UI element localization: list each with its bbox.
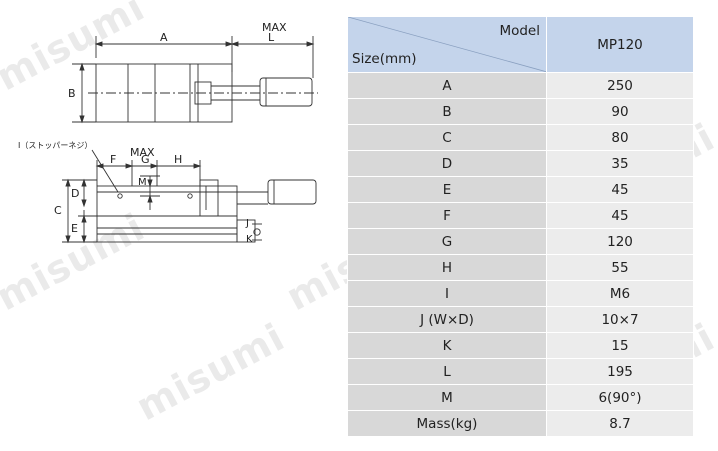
dim-label-a: A [160,31,168,44]
row-label-cell: I [347,280,547,307]
row-label-cell: Mass(kg) [347,410,547,437]
dim-label-m: M [138,177,147,188]
row-label-cell: E [347,176,547,203]
dim-label-max-side: MAX [130,146,155,159]
dim-label-max-top: MAX [262,21,287,34]
dim-label-b: B [68,87,76,100]
dim-label-j: J [245,218,249,229]
top-view [72,36,318,124]
row-value-cell: 80 [546,124,694,151]
row-label-cell: C [347,124,547,151]
dim-label-h: H [174,153,182,166]
row-value-cell: 90 [546,98,694,125]
diagonal-divider [348,17,546,72]
row-value-cell: 6(90°) [546,384,694,411]
row-label-cell: D [347,150,547,177]
row-value-cell: 45 [546,202,694,229]
row-value-cell: 120 [546,228,694,255]
row-value-cell: 45 [546,176,694,203]
row-value-cell: 250 [546,72,694,99]
row-label-cell: J (W×D) [347,306,547,333]
row-label-cell: K [347,332,547,359]
table-header-row: Model Size(mm) MP120 [347,16,694,73]
row-label-cell: L [347,358,547,385]
table-row: Mass(kg)8.7 [347,410,694,437]
dim-label-c: C [54,204,62,217]
row-label-cell: G [347,228,547,255]
model-name-header: MP120 [546,16,694,73]
row-value-cell: 55 [546,254,694,281]
row-label-cell: M [347,384,547,411]
dim-label-f: F [110,153,116,166]
row-value-cell: 15 [546,332,694,359]
header-corner-cell: Model Size(mm) [347,16,547,73]
dim-label-l: L [268,31,275,44]
row-value-cell: 195 [546,358,694,385]
dim-label-d: D [71,187,79,200]
model-header-label: Model [499,23,540,39]
table-row: J (W×D)10×7 [347,306,694,333]
row-value-cell: 8.7 [546,410,694,437]
row-label-cell: H [347,254,547,281]
row-label-cell: A [347,72,547,99]
vise-technical-drawing: A MAX L B I（ストッパーネジ） MAX F G H C D E M J… [18,21,318,245]
row-label-cell: B [347,98,547,125]
row-value-cell: 10×7 [546,306,694,333]
stopper-screw-label: I（ストッパーネジ） [18,141,92,150]
dim-label-e: E [71,222,78,235]
dim-label-g: G [141,153,150,166]
row-label-cell: F [347,202,547,229]
dim-label-k: K [246,234,253,245]
row-value-cell: M6 [546,280,694,307]
size-header-label: Size(mm) [352,51,417,67]
row-value-cell: 35 [546,150,694,177]
side-view [62,149,317,244]
